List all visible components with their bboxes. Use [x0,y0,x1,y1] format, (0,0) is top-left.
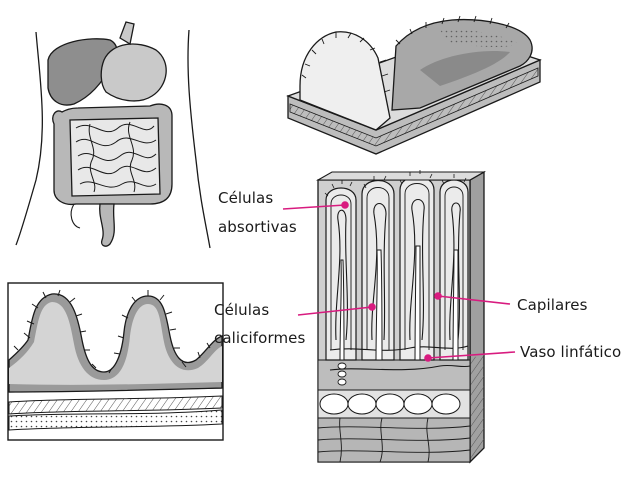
torso-outline-left [16,32,42,245]
circular-folds-block [288,16,540,154]
stomach [101,44,166,101]
villi-block [318,170,484,462]
label-vaso-linfatico: Vaso linfático [520,341,621,363]
esophagus [120,22,134,44]
label-celulas-caliciformes-line2: caliciformes [214,327,305,349]
label-celulas-caliciformes-line1: Células [214,299,269,321]
intestinal-wall-section [8,283,223,440]
torso-digestive-illustration [16,22,210,248]
rectum [100,204,115,246]
torso-outline-right [188,30,210,248]
label-capilares: Capilares [517,294,588,316]
label-celulas-absortivas-line2: absortivas [218,216,297,238]
label-celulas-absortivas-line1: Células [218,187,273,209]
